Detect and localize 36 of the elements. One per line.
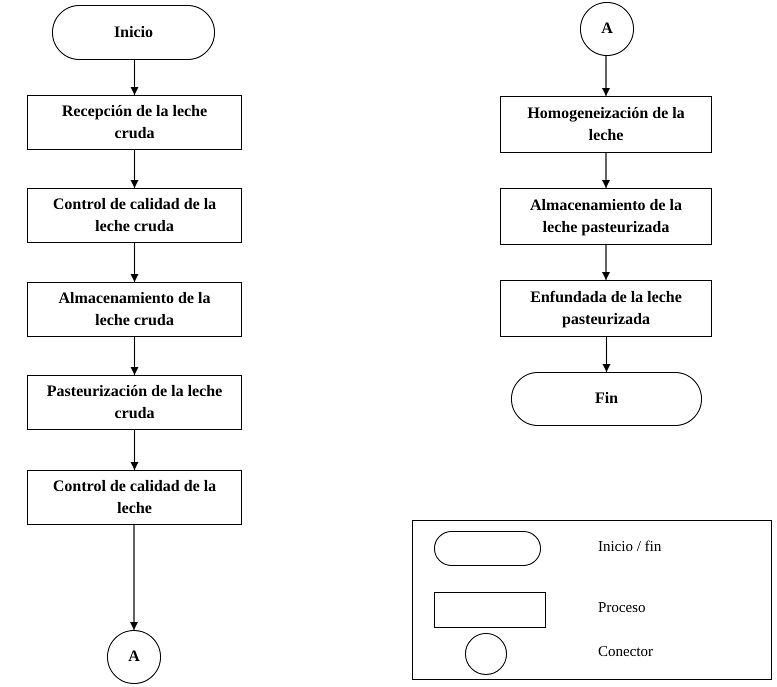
process-box xyxy=(500,188,712,245)
node-label: A xyxy=(601,19,613,40)
process-box xyxy=(27,95,242,150)
node-label: Fin xyxy=(594,389,618,410)
process-box xyxy=(27,375,242,430)
arrow xyxy=(130,60,138,95)
arrow xyxy=(602,153,610,188)
process-box xyxy=(500,280,712,337)
legend-label: Inicio / fin xyxy=(598,538,662,556)
node-label: A xyxy=(128,647,140,668)
arrow xyxy=(130,243,138,282)
arrow xyxy=(130,430,138,470)
process-box xyxy=(27,282,242,337)
arrow xyxy=(602,56,610,96)
node-label: Inicio xyxy=(114,22,154,43)
terminal-shape xyxy=(511,372,702,426)
connector-circle xyxy=(107,630,161,684)
connector-circle xyxy=(580,2,634,56)
process-box xyxy=(27,470,242,525)
arrow xyxy=(602,245,610,280)
arrow xyxy=(130,525,138,630)
node-label: Almacenamiento de la leche pasteurizada xyxy=(529,196,683,238)
node-label: Homogeneización de la leche xyxy=(526,104,686,146)
node-label: Enfundada de la leche pasteurizada xyxy=(529,288,683,330)
process-box xyxy=(500,96,712,153)
node-label: Recepción de la leche cruda xyxy=(60,102,208,144)
legend-label: Conector xyxy=(598,644,653,661)
node-label: Control de calidad de la leche xyxy=(52,476,218,518)
arrow xyxy=(602,337,610,372)
process-box xyxy=(27,188,242,243)
node-label: Pasteurización de la leche cruda xyxy=(46,382,224,424)
arrow xyxy=(130,150,138,188)
node-label: Almacenamiento de la leche cruda xyxy=(58,288,212,330)
node-label: Control de calidad de la leche cruda xyxy=(52,194,218,236)
arrow xyxy=(130,337,138,375)
legend-label: Proceso xyxy=(598,600,646,617)
